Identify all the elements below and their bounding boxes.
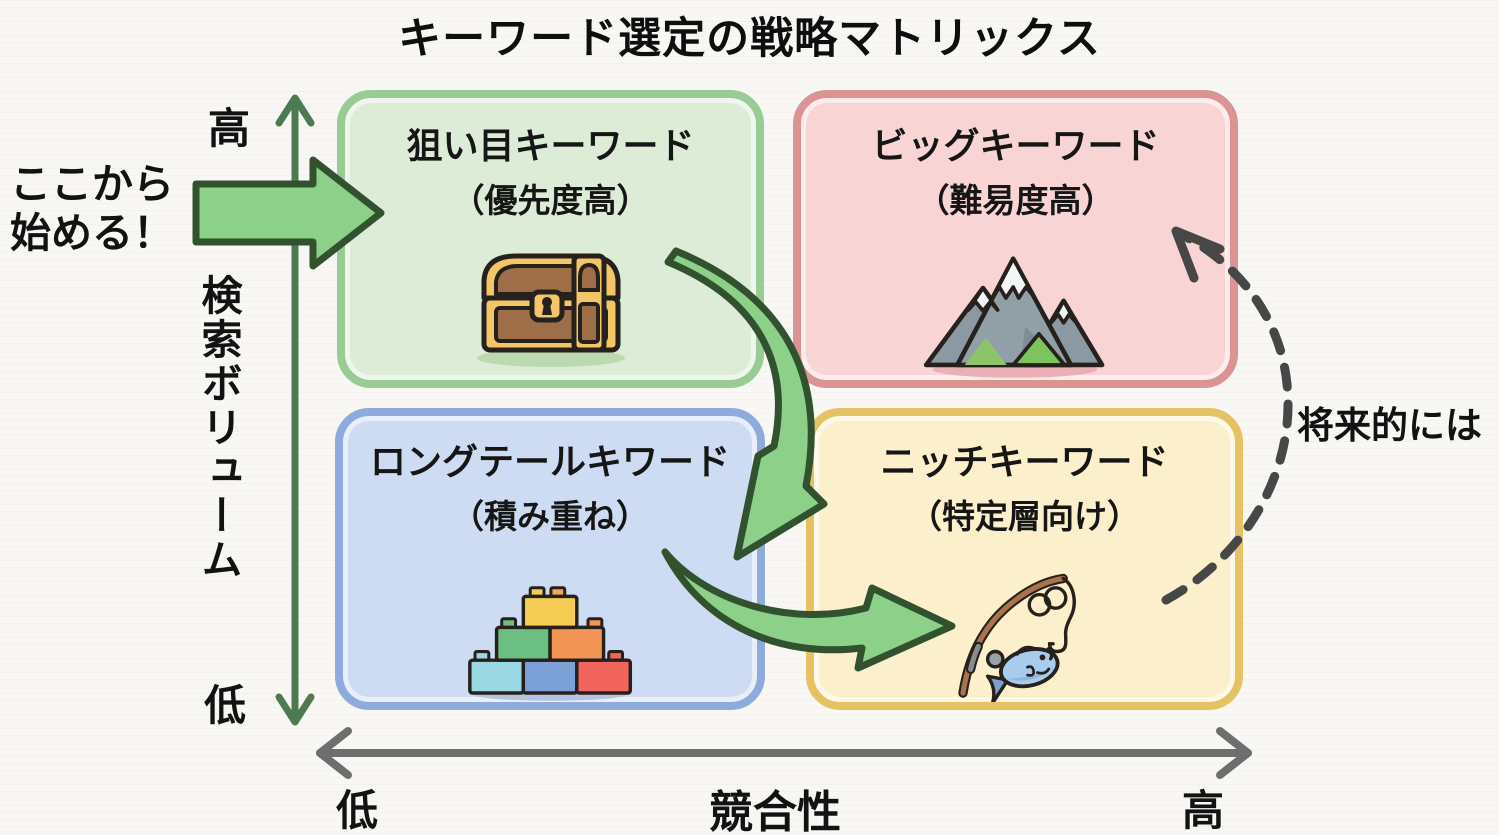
quadrant-longtail: ロングテールキワード （積み重ね）	[335, 408, 765, 710]
page-title: キーワード選定の戦略マトリックス	[398, 14, 1101, 64]
start-here-label: ここから 始める！	[10, 160, 174, 258]
x-axis-high-label: 高	[1182, 786, 1225, 835]
quadrant-opportunity: 狙い目キーワード （優先度高）	[337, 90, 764, 388]
building-blocks-icon	[467, 586, 632, 702]
x-axis-low-label: 低	[336, 786, 379, 835]
quadrant-subtitle: （特定層向け）	[909, 497, 1140, 537]
quadrant-subtitle: （積み重ね）	[451, 497, 649, 537]
mountain-icon	[923, 256, 1105, 379]
quadrant-title: ロングテールキワード	[369, 442, 730, 483]
quadrant-title: ビッグキーワード	[871, 126, 1160, 167]
x-axis	[316, 727, 1252, 779]
y-axis-high-label: 高	[208, 104, 251, 153]
y-axis-label: 検索ボリューム	[194, 274, 242, 582]
quadrant-title: 狙い目キーワード	[406, 126, 695, 167]
quadrant-title: ニッチキーワード	[880, 442, 1169, 483]
treasure-chest-icon	[476, 253, 625, 368]
fishing-rod-icon	[957, 574, 1076, 702]
start-here-line1: ここから	[10, 160, 174, 208]
start-here-line2: 始める！	[10, 209, 174, 258]
y-axis-low-label: 低	[204, 681, 247, 730]
quadrant-subtitle: （難易度高）	[916, 181, 1115, 221]
quadrant-subtitle: （優先度高）	[451, 181, 650, 221]
future-label: 将来的には	[1297, 404, 1482, 447]
x-axis-label: 競合性	[709, 787, 841, 835]
quadrant-big-keyword: ビッグキーワード （難易度高）	[793, 90, 1238, 388]
quadrant-niche: ニッチキーワード （特定層向け）	[806, 408, 1243, 710]
y-axis	[275, 94, 315, 726]
